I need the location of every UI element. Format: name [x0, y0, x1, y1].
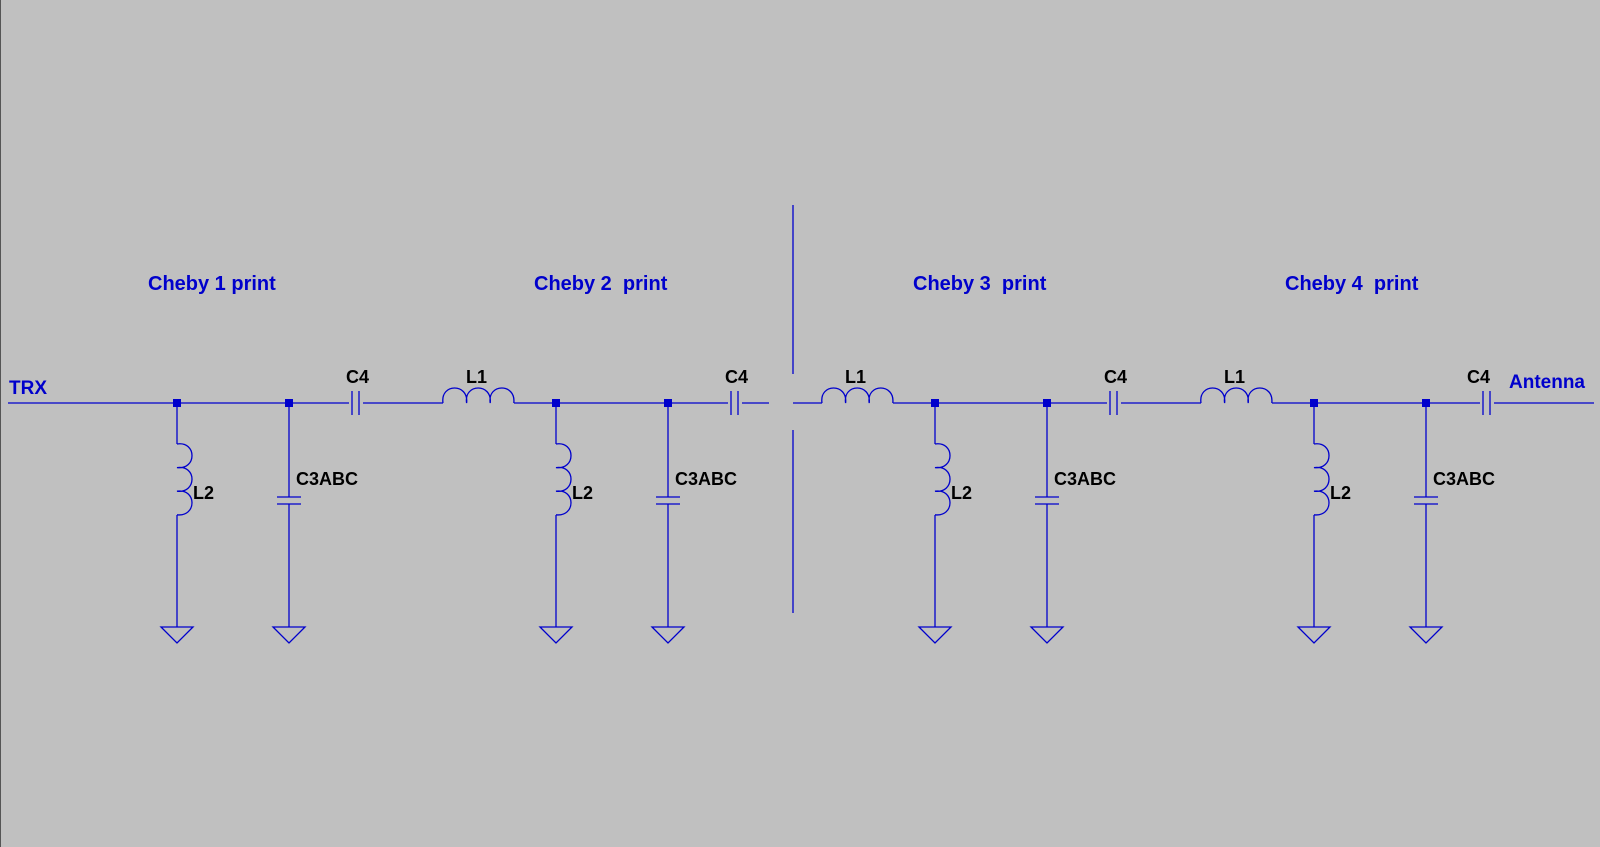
section-3-title: Cheby 3 print: [913, 273, 1047, 295]
section-2-title: Cheby 2 print: [534, 273, 668, 295]
section-4-title: Cheby 4 print: [1285, 273, 1419, 295]
ground-c-2-icon: [650, 626, 686, 644]
shunt-inductor-3-coil: [934, 443, 951, 516]
shunt-inductor-1-label: L2: [193, 483, 214, 503]
ground-c-4-icon: [1408, 626, 1444, 644]
shunt-capacitor-4-label: C3ABC: [1433, 469, 1495, 489]
series-capacitor-4-label: C4: [1467, 367, 1490, 387]
shunt-inductor-1-coil: [176, 443, 193, 516]
series-capacitor-1-label: C4: [346, 367, 369, 387]
series-inductor-2-label: L1: [466, 367, 487, 387]
ground-l-3-icon: [917, 626, 953, 644]
shunt-inductor-3-label: L2: [951, 483, 972, 503]
ground-l-2-icon: [538, 626, 574, 644]
window-left-border: [0, 0, 1, 847]
ground-l-4-icon: [1296, 626, 1332, 644]
series-capacitor-3-label: C4: [1104, 367, 1127, 387]
ground-c-1-icon: [271, 626, 307, 644]
port-antenna-label: Antenna: [1509, 372, 1585, 393]
series-capacitor-2-label: C4: [725, 367, 748, 387]
shunt-inductor-2-coil: [555, 443, 572, 516]
shunt-capacitor-2-label: C3ABC: [675, 469, 737, 489]
section-1-title: Cheby 1 print: [148, 273, 276, 295]
series-inductor-2-coil: [442, 387, 515, 404]
port-trx-label: TRX: [9, 378, 47, 399]
shunt-capacitor-3-label: C3ABC: [1054, 469, 1116, 489]
ground-c-3-icon: [1029, 626, 1065, 644]
shunt-capacitor-1-label: C3ABC: [296, 469, 358, 489]
series-inductor-4-label: L1: [1224, 367, 1245, 387]
series-inductor-3-label: L1: [845, 367, 866, 387]
shunt-inductor-4-coil: [1313, 443, 1330, 516]
circuit-wiring: [8, 205, 1594, 644]
series-inductor-4-coil: [1200, 387, 1273, 404]
series-inductor-3-coil: [821, 387, 894, 404]
shunt-inductor-4-label: L2: [1330, 483, 1351, 503]
shunt-inductor-2-label: L2: [572, 483, 593, 503]
ground-l-1-icon: [159, 626, 195, 644]
